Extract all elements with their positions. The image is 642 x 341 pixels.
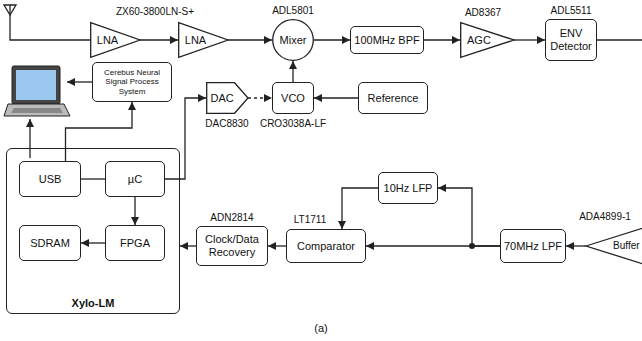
signal-connector (180, 245, 196, 246)
node-text: DAC (210, 92, 233, 105)
signal-connector (66, 102, 133, 161)
amplifier-triangle-shape (179, 23, 228, 58)
signal-connector (248, 97, 272, 98)
process-box: Reference (358, 82, 428, 114)
node-text: Mixer (280, 34, 307, 47)
part-number: ADL5511 (551, 5, 592, 16)
signal-connector (342, 188, 378, 229)
part-number: LT1711 (294, 214, 326, 225)
cerebus-to-laptop-wire (67, 81, 92, 82)
process-box: µC (105, 161, 165, 197)
mixer-circle-shape (273, 20, 314, 61)
filter-box: 100MHz BPF (350, 26, 424, 54)
node-text: ENV Detector (548, 27, 594, 52)
part-number: ADN2814 (210, 212, 253, 223)
part-number: AD8367 (465, 7, 501, 18)
node-text: Buffer (613, 240, 640, 252)
detector-box: ENV Detector (545, 19, 597, 61)
process-box: VCO (272, 82, 314, 114)
part-number: ADA4899-1 (579, 211, 631, 222)
process-box: SDRAM (19, 225, 81, 261)
amplifier-triangle-shape (91, 23, 140, 58)
signal-connector (566, 245, 586, 246)
signal-connector (165, 98, 206, 179)
laptop-icon (4, 66, 70, 116)
node-text: Reference (368, 92, 419, 105)
signal-connector (228, 39, 272, 40)
filter-box: 70MHz LPF (500, 229, 566, 263)
signal-connector (140, 39, 178, 40)
amplifier-triangle: AGC (460, 22, 514, 58)
process-box: Clock/Data Recovery (196, 226, 268, 266)
signal-connector (292, 61, 293, 82)
signal-connector (314, 39, 350, 40)
part-number: ADL5801 (272, 5, 314, 16)
signal-connector (268, 245, 286, 246)
part-number: CRO3038A-LF (260, 118, 326, 129)
buffer-triangle-shape (586, 227, 642, 266)
node-text: Clock/Data Recovery (199, 233, 265, 258)
signal-connector (438, 188, 500, 246)
amplifier-triangle-shape (461, 23, 514, 58)
node-text: SDRAM (30, 237, 70, 250)
filter-box: 10Hz LFP (378, 172, 438, 204)
process-box: FPGA (105, 225, 165, 261)
node-text: 100MHz BPF (354, 34, 419, 47)
node-text: LNA (185, 34, 206, 47)
part-number: DAC8830 (205, 118, 248, 129)
env-output-wire (597, 39, 642, 40)
node-text: Xylo-LM (72, 297, 115, 310)
system-box: Cerebus Neural Signal Process System (92, 62, 172, 102)
node-text: µC (128, 173, 142, 186)
node-text: LNA (97, 34, 118, 47)
comparator-box: Comparator (286, 229, 366, 263)
node-text: USB (39, 173, 62, 186)
node-text: FPGA (120, 237, 150, 250)
signal-connector (514, 39, 545, 40)
node-text: 10Hz LFP (384, 182, 433, 195)
part-number: ZX60-3800LN-S+ (116, 6, 194, 17)
node-text: 70MHz LPF (504, 240, 562, 253)
node-text: VCO (281, 92, 305, 105)
board-group: Xylo-LM USB µC SDRAM FPGA (6, 148, 180, 314)
dac-pentagon: DAC (206, 82, 248, 114)
signal-connector (134, 197, 135, 225)
figure-caption: (a) (314, 322, 327, 334)
signal-connector (314, 97, 358, 98)
amplifier-triangle: LNA (178, 22, 228, 58)
usb-to-laptop-wire (29, 119, 30, 158)
buffer-triangle: Buffer (586, 226, 642, 266)
amplifier-triangle: LNA (90, 22, 140, 58)
mixer-circle: Mixer (272, 19, 314, 61)
node-text: Comparator (297, 240, 355, 253)
signal-connector (81, 178, 105, 179)
antenna-symbol (4, 5, 90, 40)
node-text: AGC (467, 34, 491, 47)
dac-pentagon-shape (207, 83, 248, 114)
signal-connector (81, 242, 105, 243)
signal-connector (424, 39, 460, 40)
node-text: Cerebus Neural Signal Process System (95, 68, 169, 96)
process-box: USB (19, 161, 81, 197)
